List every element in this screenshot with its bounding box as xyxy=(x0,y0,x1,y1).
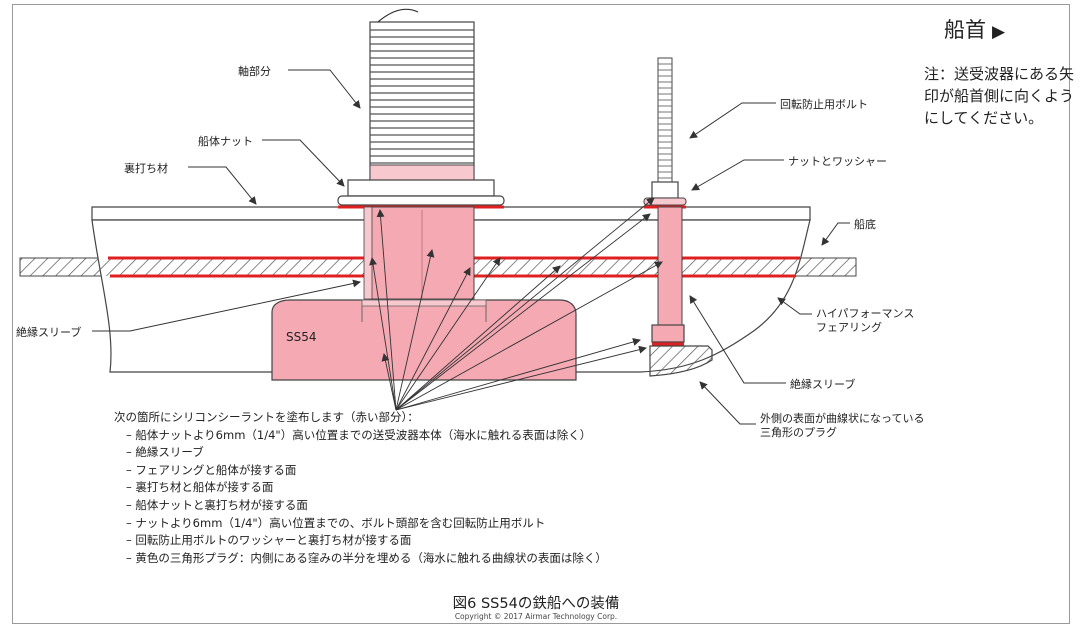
label-insulating-sleeve-right: 絶縁スリーブ xyxy=(790,378,856,391)
transducer-housing xyxy=(271,299,577,381)
bolt-thread xyxy=(657,57,673,199)
hull-nut-washer xyxy=(337,195,505,206)
label-insulating-sleeve-left: 絶縁スリーブ xyxy=(16,326,82,339)
list-item: – 裏打ち材と船体が接する面 xyxy=(126,480,274,495)
list-item: – 絶縁スリーブ xyxy=(126,445,204,460)
list-item: – 黄色の三角形プラグ：内側にある窪みの半分を埋める（海水に触れる曲線状の表面は… xyxy=(126,550,607,565)
label-backing-block: 裏打ち材 xyxy=(124,162,168,175)
list-item: – 船体ナットより6mm（1/4"）高い位置までの送受波器本体（海水に触れる表面… xyxy=(126,427,592,442)
shaft-body xyxy=(369,21,475,183)
hull-plate-left-inner xyxy=(100,258,370,276)
list-item: – ナットより6mm（1/4"）高い位置までの、ボルト頭部を含む回転防止用ボルト xyxy=(126,515,546,530)
label-plug: 外側の表面が曲線状になっている 三角形のプラグ xyxy=(760,412,925,439)
bolt-head xyxy=(651,324,685,343)
list-item: – 船体ナットと裏打ち材が接する面 xyxy=(126,497,308,512)
figure-caption: 図6 SS54の鉄船への装備 xyxy=(452,596,620,612)
insulating-sleeve xyxy=(363,206,373,300)
instructions-heading: 次の箇所にシリコンシーラントを塗布します（赤い部分）： xyxy=(114,410,419,424)
bolt-nut xyxy=(651,181,679,199)
shaft-threads xyxy=(370,29,474,164)
leader-plug xyxy=(699,381,756,425)
hull-nut xyxy=(347,179,495,197)
label-model: SS54 xyxy=(286,330,317,344)
label-shaft: 軸部分 xyxy=(238,65,271,78)
bolt-shank xyxy=(657,206,683,326)
figure-frame xyxy=(12,4,1070,624)
copyright: Copyright © 2017 Airmar Technology Corp. xyxy=(454,612,618,621)
label-fairing: ハイパフォーマンス フェアリング xyxy=(816,307,915,334)
bow-indicator: 船首 ▶ xyxy=(944,14,1005,44)
leader-sleeve-right xyxy=(689,295,786,384)
leader-shaft xyxy=(288,69,361,109)
label-hull: 船底 xyxy=(854,218,876,231)
orientation-note: 注：送受波器にある矢印が船首側に向くようにしてください。 xyxy=(924,65,1075,127)
label-nut-washer: ナットとワッシャー xyxy=(788,155,887,168)
bow-arrow-icon: ▶ xyxy=(992,22,1006,42)
leader-backing xyxy=(188,166,257,205)
triangular-plug xyxy=(649,345,713,377)
list-item: – 回転防止用ボルトのワッシャーと裏打ち材が接する面 xyxy=(126,533,412,548)
leader-bolt xyxy=(689,102,776,139)
sealant-instructions: 次の箇所にシリコンシーラントを塗布します（赤い部分）： – 船体ナットより6mm… xyxy=(114,409,607,567)
cable xyxy=(377,8,419,23)
leader-hull xyxy=(821,222,850,246)
label-anti-rotation-bolt: 回転防止用ボルト xyxy=(780,98,868,111)
leader-hull-nut xyxy=(262,139,345,187)
label-hull-nut: 船体ナット xyxy=(198,135,253,148)
hull-plate-right-inner xyxy=(474,258,804,276)
bolt-threads xyxy=(658,63,672,179)
bow-label: 船首 xyxy=(944,18,986,42)
list-item: – フェアリングと船体が接する面 xyxy=(126,462,297,477)
leader-sleeve-left xyxy=(92,279,361,332)
leader-fairing xyxy=(777,297,812,315)
sealant-pointers xyxy=(369,197,663,411)
leader-nut-washer xyxy=(691,159,784,191)
